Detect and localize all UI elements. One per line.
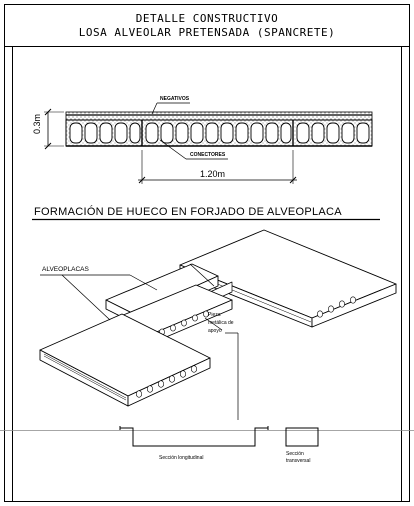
- metal-piece-label: Pieza metálica de apoyo: [208, 311, 234, 335]
- iso-leaders: [40, 263, 239, 420]
- metal-piece-label-line2: metálica de: [208, 320, 234, 326]
- transversal-section-label: Sección transversal: [286, 451, 310, 465]
- slab-section-detail: [44, 102, 373, 184]
- metal-piece-label-line1: Pieza: [208, 312, 221, 318]
- drawing-title-line1: DETALLE CONSTRUCTIVO: [135, 12, 279, 25]
- longitudinal-section-label: Sección longitudinal: [159, 455, 204, 461]
- width-dimension-label: 1.20m: [200, 169, 226, 179]
- alveoplacas-label: ALVEOPLACAS: [42, 266, 89, 273]
- iso-detail-heading: FORMACIÓN DE HUECO EN FORJADO DE ALVEOPL…: [34, 206, 342, 218]
- height-dimension-label: 0.3m: [32, 113, 42, 134]
- isometric-slab-detail: [39, 229, 397, 407]
- sheet-frame: [4, 4, 410, 502]
- transversal-label-line2: transversal: [286, 458, 311, 464]
- section-symbols: [119, 426, 319, 447]
- drawing-title-line2: LOSA ALVEOLAR PRETENSADA (SPANCRETE): [78, 26, 336, 39]
- conectores-label: CONECTORES: [190, 152, 226, 158]
- negativos-label: NEGATIVOS: [160, 96, 190, 102]
- metal-piece-label-line3: apoyo: [208, 328, 222, 334]
- transversal-label-line1: Sección: [286, 451, 304, 457]
